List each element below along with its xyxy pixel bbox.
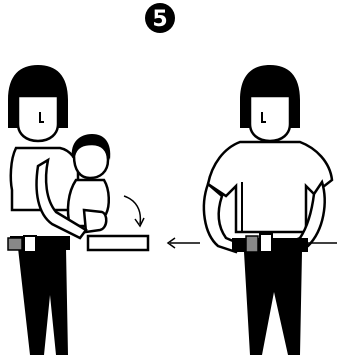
belt-buckle-left-clip [24,236,36,252]
step-badge: 5 [145,3,175,33]
curved-arrow-down-icon [124,196,140,224]
baby-leg [84,210,106,232]
parent-left-legs [18,248,68,355]
step-number: 5 [152,7,167,32]
belt-buckle-right-clip [260,234,272,252]
parent-left-face [18,96,58,141]
parent-with-baby-figure [8,65,148,355]
belt-buckle-left [8,238,22,250]
belt-buckle-right [246,236,258,252]
parent-right-face [250,96,290,141]
baby-face [74,144,108,178]
waist-seat-cushion [88,236,148,250]
parent-fastening-figure [204,65,337,355]
arrow-left-icon [168,238,200,248]
parent-right-legs [244,252,302,355]
